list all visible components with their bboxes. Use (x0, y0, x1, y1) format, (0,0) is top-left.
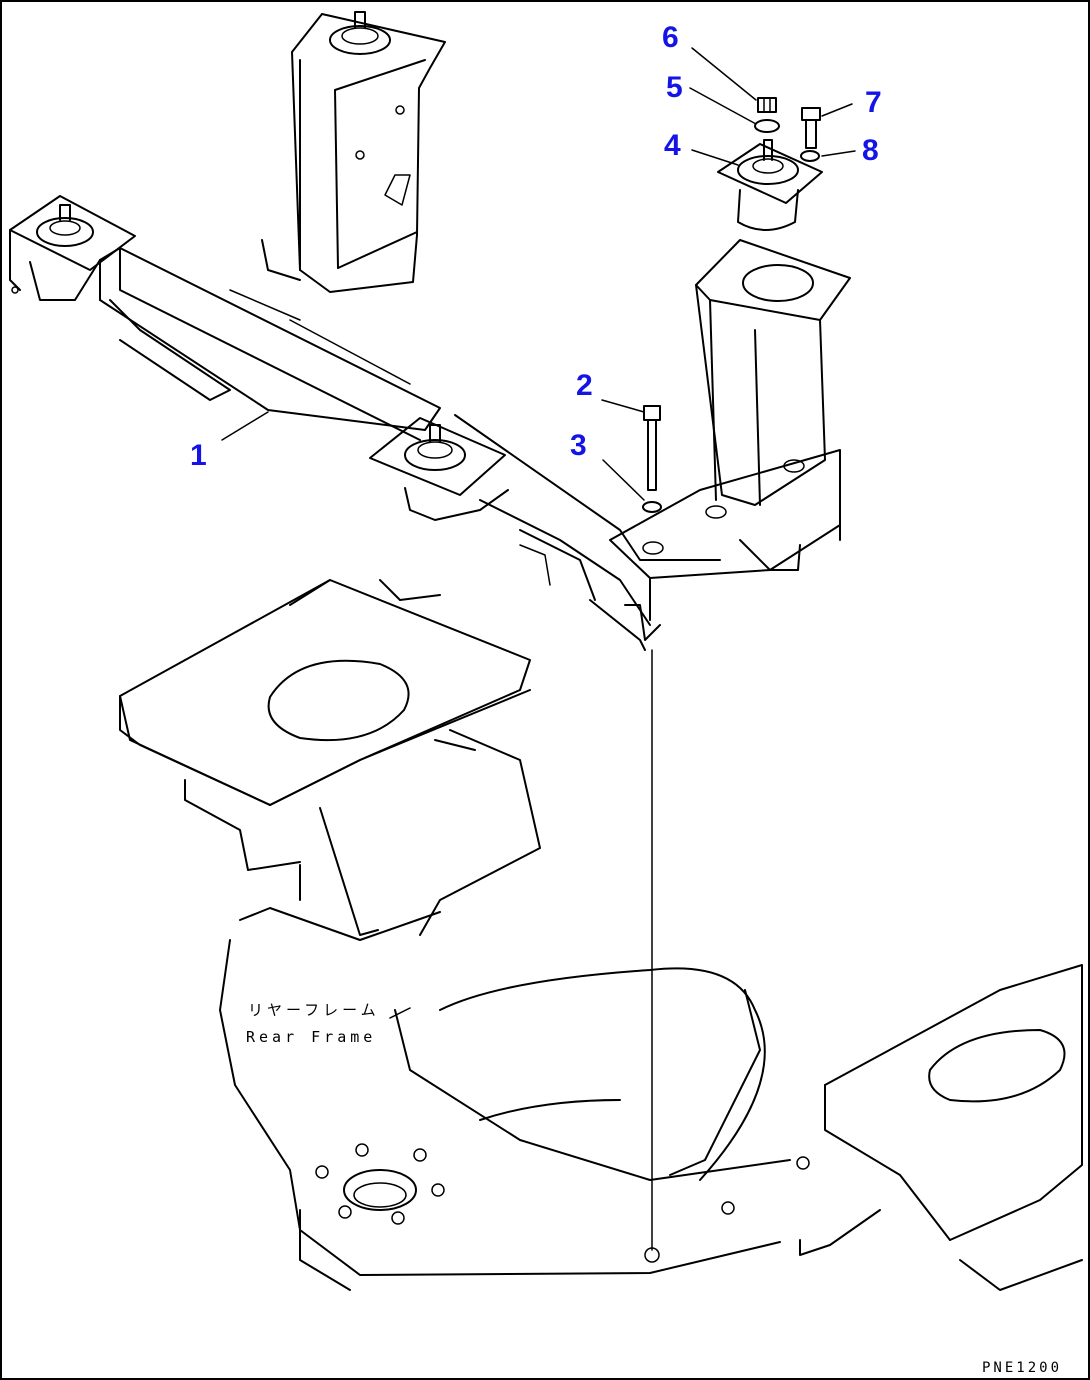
callout-4: 4 (664, 129, 681, 162)
callout-1: 1 (190, 439, 207, 472)
callout-6: 6 (662, 21, 679, 54)
rear-frame-leader (389, 1007, 411, 1019)
callout-3: 3 (570, 429, 587, 462)
callout-7: 7 (865, 86, 882, 119)
sub-frame (9, 11, 851, 651)
callout-2: 2 (576, 369, 593, 402)
rear-frame-label-jp: リヤーフレーム (248, 1001, 380, 1019)
bolt-and-washer (642, 405, 662, 513)
rear-frame (119, 579, 1083, 1291)
leader-lines (221, 47, 856, 501)
mount-assembly (717, 97, 823, 231)
callout-5: 5 (666, 71, 683, 104)
rear-frame-label-en: Rear Frame (246, 1028, 376, 1046)
callout-8: 8 (862, 134, 879, 167)
drawing-code: PNE1200 (982, 1360, 1062, 1376)
